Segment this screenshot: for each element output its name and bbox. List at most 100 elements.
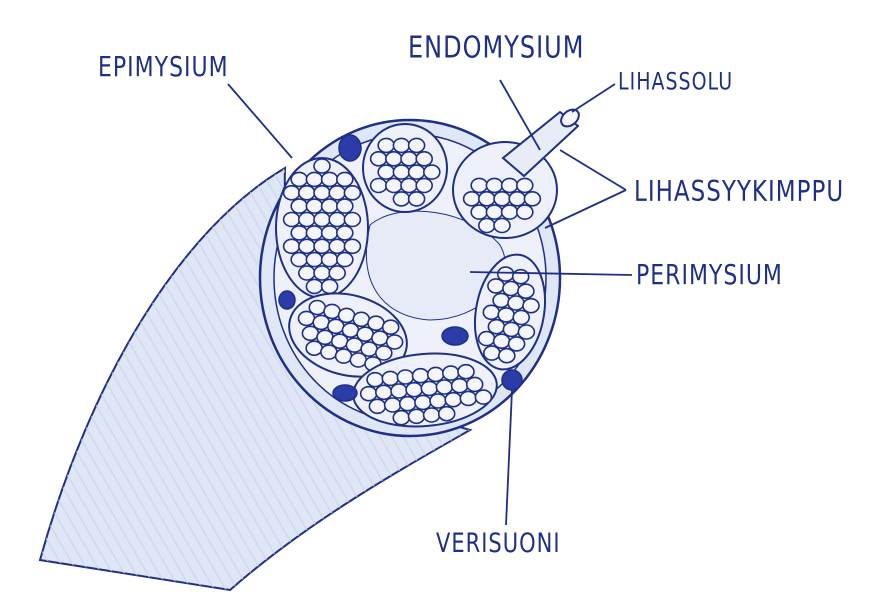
muscle-fiber-cell [479,332,495,346]
muscle-fiber-cell [488,279,504,293]
muscle-fiber-cell [306,341,322,355]
blood-vessel [279,291,295,309]
muscle-fiber-cell [503,322,519,336]
muscle-fiber-cell [502,205,518,219]
muscle-fiber-cell [337,172,353,186]
muscle-fiber-cell [413,369,429,383]
muscle-fiber-cell [306,226,322,240]
muscle-fiber-cell [416,179,432,193]
muscle-fiber-cell [499,349,515,363]
muscle-fiber-cell [393,411,409,425]
muscle-fiber-cell [393,165,409,179]
muscle-fiber-cell [445,393,461,407]
muscle-fiber-cell [337,253,353,267]
muscle-fiber-cell [464,192,480,206]
muscle-fiber-cell [509,337,525,351]
muscle-fiber-cell [503,282,519,296]
blood-vessel [442,327,468,345]
muscle-fiber-cell [479,219,495,233]
muscle-fiber-cell [329,239,345,253]
muscle-fiber-cell [409,192,425,206]
blood-vessel [502,370,522,390]
muscle-fiber-cell [430,394,446,408]
muscle-fiber-cell [291,199,307,213]
muscle-fiber-cell [385,398,401,412]
muscle-fiber-cell [401,152,417,166]
muscle-fiber-cell [483,305,499,319]
muscle-fiber-cell [314,159,330,173]
muscle-fiber-cell [344,239,360,253]
muscle-fiber-cell [513,311,529,325]
muscle-fiber-cell [337,199,353,213]
muscle-fiber-cell [322,226,338,240]
leader-lihassolu [572,84,615,112]
muscle-fiber-cell [513,270,529,284]
muscle-fiber-cell [471,178,487,192]
muscle-fiber-cell [498,267,514,281]
muscle-fiber-cell [371,152,387,166]
muscle-fiber-cell [452,379,468,393]
muscle-fiber-cell [371,179,387,193]
muscle-fiber-cell [291,226,307,240]
label-lihassyykimppu: LIHASSYYKIMPPU [634,176,844,209]
muscle-fiber-cell [386,179,402,193]
muscle-fiber-cell [467,377,483,391]
muscle-fiber-cell [284,186,300,200]
muscle-fiber-cell [509,192,525,206]
label-perimysium: PERIMYSIUM [636,260,783,291]
blood-vessel [333,385,357,401]
muscle-fiber-cell [378,138,394,152]
muscle-fiber-cell [518,284,534,298]
label-lihassolu: LIHASSOLU [618,68,733,96]
muscle-fiber-cell [494,192,510,206]
muscle-fiber-cell [367,373,383,387]
muscle-fiber-cell [428,367,444,381]
muscle-fiber-cell [498,308,514,322]
muscle-fiber-cell [291,253,307,267]
muscle-fiber-cell [284,213,300,227]
blood-vessel [339,135,361,161]
muscle-fiber-cell [329,186,345,200]
muscle-fiber-cell [337,226,353,240]
muscle-fiber-cell [391,384,407,398]
muscle-fiber-cell [322,199,338,213]
muscle-fiber-cell [329,213,345,227]
muscle-fiber-cell [421,381,437,395]
muscle-fiber-cell [406,383,422,397]
muscle-fiber-cell [493,293,509,307]
muscle-fiber-cell [299,239,315,253]
label-verisuoni: VERISUONI [436,528,561,558]
leader-endomysium [500,80,540,150]
muscle-fiber-cell [284,239,300,253]
muscle-fiber-cell [518,325,534,339]
muscle-fiber-cell [443,366,459,380]
leader-lihassyykimppu-1 [560,150,626,190]
muscle-fiber-cell [458,365,474,379]
muscle-fiber-cell [502,178,518,192]
muscle-fiber-cell [322,172,338,186]
muscle-fiber-cell [484,346,500,360]
muscle-fiber-cell [524,192,540,206]
muscle-fiber-cell [523,299,539,313]
muscle-fiber-cell [517,178,533,192]
muscle-fiber-cell [299,266,315,280]
muscle-fiber-cell [322,253,338,267]
muscle-fiber-cell [336,349,352,363]
muscle-fiber-cell [471,205,487,219]
muscle-fiber-cell [302,326,318,340]
muscle-fiber-cell [299,213,315,227]
muscle-fiber-cell [314,239,330,253]
muscle-fiber-cell [306,172,322,186]
leader-verisuoni [506,390,512,525]
muscle-fiber-cell [486,178,502,192]
leader-epimysium [228,84,292,158]
muscle-fiber-cell [460,391,476,405]
muscle-fiber-cell [344,213,360,227]
muscle-fiber-cell [321,345,337,359]
label-endomysium: ENDOMYSIUM [408,30,584,65]
muscle-fiber-cell [306,199,322,213]
muscle-fiber-cell [415,395,431,409]
muscle-fiber-cell [382,371,398,385]
muscle-fiber-cell [306,253,322,267]
